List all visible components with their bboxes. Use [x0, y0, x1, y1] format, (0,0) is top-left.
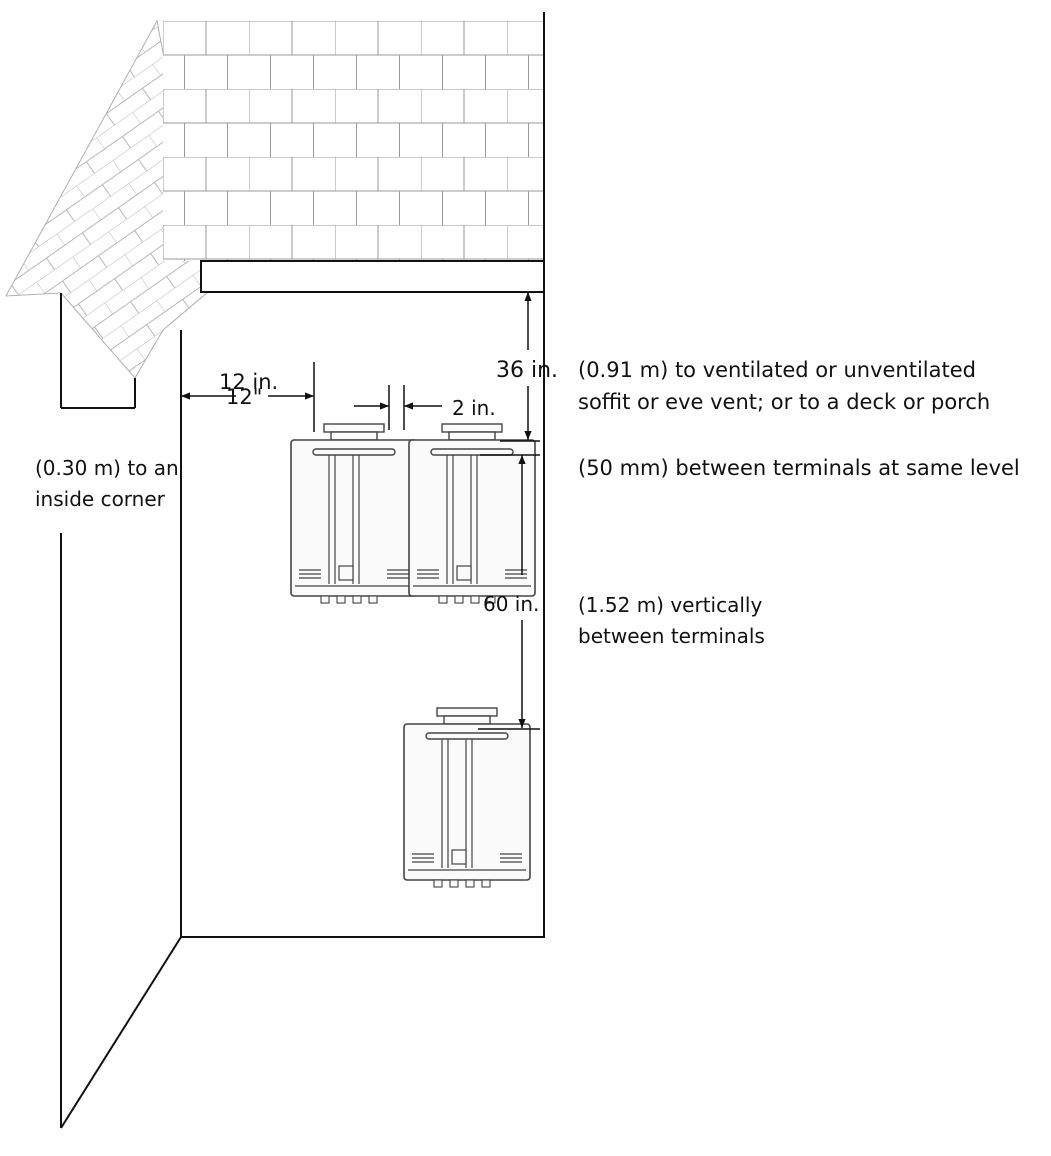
soffit-dimension-label: 36 in. — [496, 358, 558, 383]
soffit-description: soffit or eve vent; or to a deck or porc… — [578, 390, 990, 414]
corner-description: inside corner — [35, 487, 166, 511]
gap-dimension-label: 2 in. — [452, 396, 496, 420]
tankless-water-heater-icon — [403, 707, 531, 888]
soffit-description: (0.91 m) to ventilated or unventilated — [578, 358, 976, 382]
vertical-dimension-label: 60 in. — [483, 592, 539, 616]
corner-dimension-label: 12 in. — [219, 370, 278, 394]
gap-description: (50 mm) between terminals at same level — [578, 456, 1020, 480]
corner-dimension-label-overlap: 12" — [226, 385, 262, 409]
brick-wall-pattern — [163, 21, 544, 261]
vertical-description: (1.52 m) vertically — [578, 593, 762, 617]
tankless-water-heater-icon — [408, 423, 536, 604]
corner-description: (0.30 m) to an — [35, 456, 179, 480]
vertical-description: between terminals — [578, 624, 765, 648]
wall-outline — [60, 12, 545, 1129]
tankless-water-heater-icon — [290, 423, 418, 604]
